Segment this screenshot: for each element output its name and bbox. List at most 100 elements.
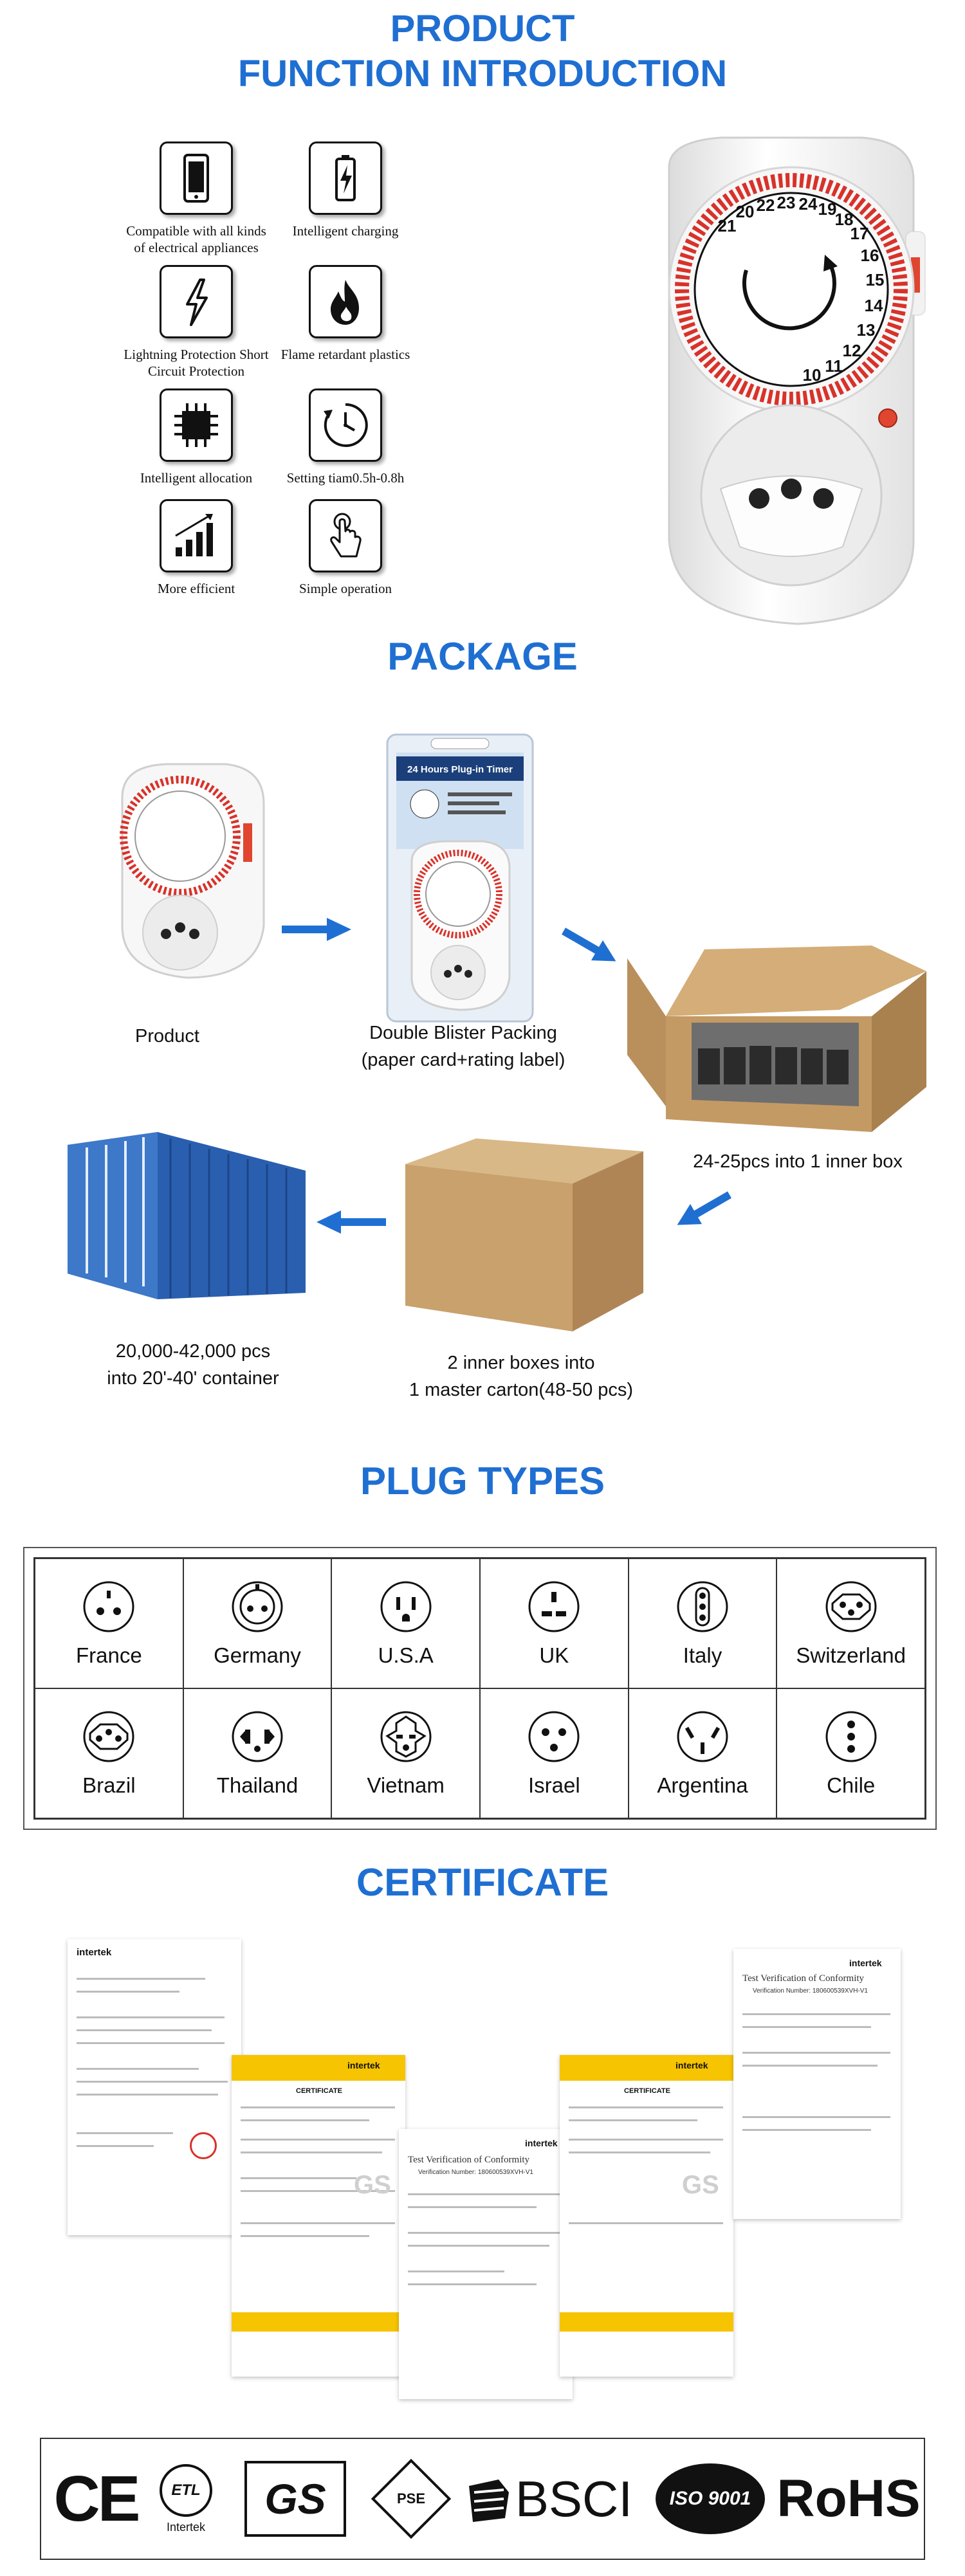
certificate-document-1: intertek	[68, 1939, 241, 2235]
plug-types-title: PLUG TYPES	[360, 1459, 605, 1503]
dial-number: 15	[866, 270, 885, 289]
plug-socket-icon	[825, 1711, 877, 1762]
plug-type-label: Switzerland	[796, 1643, 906, 1667]
dial-number: 18	[835, 210, 854, 229]
step-label-master-carton: 2 inner boxes into 1 master carton(48-50…	[409, 1353, 634, 1400]
seal-stamp	[190, 2132, 217, 2159]
plug-type-label: Israel	[528, 1773, 580, 1797]
plug-type-label: Italy	[683, 1643, 722, 1667]
dial-number: 12	[843, 341, 861, 360]
master-carton-image	[405, 1138, 643, 1331]
plug-type-italy: Italy	[628, 1558, 777, 1688]
plug-socket-icon	[232, 1581, 283, 1632]
certificate-document-5: intertek Test Verification of Conformity…	[733, 1949, 901, 2219]
plug-socket-icon	[232, 1711, 283, 1762]
plug-socket-icon	[677, 1581, 728, 1632]
plug-type-uk: UK	[480, 1558, 629, 1688]
dial-number: 20	[736, 202, 755, 221]
plug-type-label: France	[75, 1643, 142, 1667]
plug-type-label: Brazil	[82, 1773, 136, 1797]
dial-number: 17	[850, 224, 869, 243]
dial-number: 16	[861, 246, 879, 265]
plug-type-brazil: Brazil	[35, 1688, 183, 1818]
plug-socket-icon	[677, 1711, 728, 1762]
iso-9001-logo: ISO 9001	[646, 2439, 775, 2559]
step-label-product: Product	[135, 1026, 199, 1046]
step-label-blister: Double Blister Packing (paper card+ratin…	[361, 1023, 565, 1070]
timer-icon	[309, 388, 382, 462]
plug-type-israel: Israel	[480, 1688, 629, 1818]
intertek-logo: intertek	[77, 1947, 112, 1958]
plug-socket-icon	[528, 1711, 580, 1762]
plug-socket-icon	[380, 1711, 432, 1762]
pse-logo: PSE	[369, 2439, 453, 2559]
plug-type-label: Thailand	[216, 1773, 299, 1797]
plug-type-label: Vietnam	[367, 1773, 445, 1797]
flame-icon	[309, 265, 382, 338]
arrow-left-icon	[317, 1210, 386, 1234]
feature-lightning-protection: Lightning Protection Short Circuit Prote…	[122, 265, 270, 379]
dial-number: 21	[718, 216, 737, 235]
shipping-container-image	[68, 1132, 306, 1299]
page-title: PRODUCT FUNCTION INTRODUCTION	[237, 8, 728, 95]
feature-setting-time: Setting tiam0.5h-0.8h	[271, 388, 419, 486]
dial-number: 14	[865, 296, 883, 315]
battery-charging-icon	[309, 142, 382, 215]
plug-type-label: Argentina	[657, 1773, 748, 1797]
blister-banner: 24 Hours Plug-in Timer	[407, 764, 513, 775]
arrow-right-icon	[282, 918, 351, 941]
arrow-down-left-icon	[677, 1191, 731, 1225]
plug-type-u-s-a: U.S.A	[331, 1558, 480, 1688]
dial-number: 11	[825, 356, 843, 376]
inner-box-image	[627, 945, 926, 1132]
feature-intelligent-allocation: Intelligent allocation	[122, 388, 270, 486]
plug-type-vietnam: Vietnam	[331, 1688, 480, 1818]
certification-logos: CE ETL Intertek GS PSE BSCI ISO 9001 RoH…	[40, 2438, 925, 2560]
feature-flame-retardant: Flame retardant plastics	[271, 265, 419, 363]
plug-socket-icon	[380, 1581, 432, 1632]
feature-charging: Intelligent charging	[271, 142, 419, 239]
phone-icon	[160, 142, 233, 215]
touch-hand-icon	[309, 499, 382, 572]
gs-watermark: GS	[682, 2171, 719, 2199]
feature-more-efficient: More efficient	[122, 499, 270, 597]
gs-watermark: GS	[354, 2171, 391, 2199]
dial-number: 23	[777, 193, 796, 212]
plug-type-label: UK	[539, 1643, 569, 1667]
ce-logo: CE	[53, 2462, 141, 2535]
etl-logo: ETL Intertek	[144, 2439, 228, 2559]
package-title: PACKAGE	[387, 635, 578, 678]
plug-type-label: Germany	[214, 1643, 301, 1667]
dial-number: 19	[818, 199, 837, 219]
plug-type-germany: Germany	[183, 1558, 332, 1688]
plug-type-france: France	[35, 1558, 183, 1688]
feature-compatible: Compatible with all kinds of electrical …	[122, 142, 270, 256]
plug-type-label: Chile	[827, 1773, 876, 1797]
certificate-document-3: intertek Test Verification of Conformity…	[399, 2129, 573, 2399]
lightning-icon	[160, 265, 233, 338]
plug-type-switzerland: Switzerland	[777, 1558, 925, 1688]
chip-icon	[160, 388, 233, 462]
step-label-inner-box: 24-25pcs into 1 inner box	[693, 1151, 903, 1172]
dial-number: 22	[757, 196, 775, 215]
signal-bars-icon	[160, 499, 233, 572]
product-image	[120, 763, 265, 979]
feature-simple-operation: Simple operation	[271, 499, 419, 597]
certificate-document-4: intertek CERTIFICATE GS	[560, 2055, 733, 2377]
plug-type-chile: Chile	[777, 1688, 925, 1818]
plug-socket-icon	[83, 1711, 134, 1762]
arrow-down-right-icon	[562, 927, 616, 962]
plug-socket-icon	[83, 1581, 134, 1632]
mechanical-timer-image: 20 21 22 23 24 19 18 17 16 15 14 13 12 1…	[668, 136, 926, 625]
blister-pack-image: 24 Hours Plug-in Timer	[386, 733, 534, 1023]
plug-type-argentina: Argentina	[628, 1688, 777, 1818]
certificate-document-2: intertek CERTIFICATE GS	[232, 2055, 405, 2377]
plug-socket-icon	[528, 1581, 580, 1632]
dial-number: 13	[857, 320, 876, 340]
gs-logo: GS	[234, 2439, 356, 2559]
bsci-logo: BSCI	[459, 2439, 639, 2559]
plug-type-thailand: Thailand	[183, 1688, 332, 1818]
rohs-logo: RoHS	[777, 2469, 921, 2528]
